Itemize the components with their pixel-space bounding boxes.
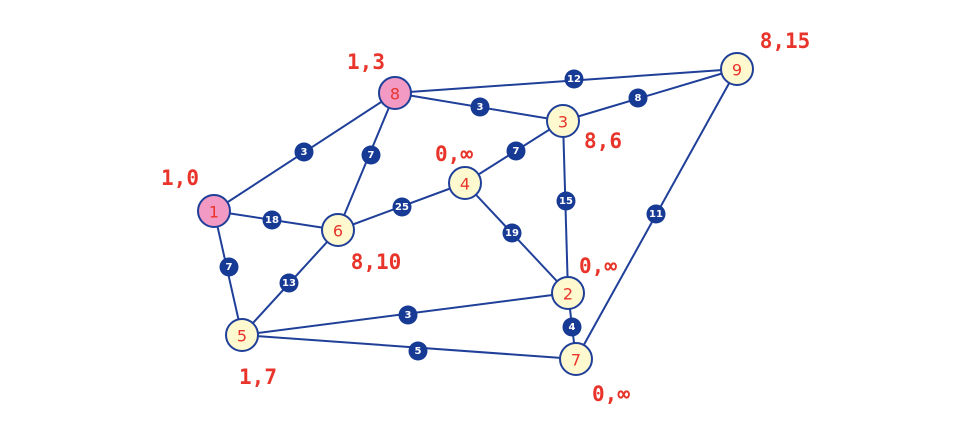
node-circle[interactable]	[321, 213, 355, 247]
edge-weight-8-3: 3	[470, 97, 490, 117]
weight-badge	[392, 197, 412, 217]
edge-weight-5-2: 3	[398, 305, 418, 325]
weight-badge	[262, 210, 282, 230]
node-1[interactable]: 1	[197, 194, 231, 228]
weight-label: 3	[301, 147, 308, 158]
node-4-distance-annotation: 0,∞	[435, 142, 473, 166]
edge-weight-1-6: 18	[262, 210, 282, 230]
node-1-distance-annotation: 1,0	[161, 166, 199, 190]
node-label: 5	[237, 327, 247, 346]
edge-weight-2-7: 4	[562, 317, 582, 337]
weight-label: 11	[649, 209, 663, 220]
weight-label: 8	[635, 93, 642, 104]
edge-weight-1-8: 3	[294, 142, 314, 162]
weight-badge	[646, 204, 666, 224]
node-3[interactable]: 3	[546, 104, 580, 138]
node-circle[interactable]	[551, 276, 585, 310]
weight-badge	[470, 97, 490, 117]
weight-badge	[562, 317, 582, 337]
weight-label: 15	[559, 196, 573, 207]
node-5[interactable]: 5	[225, 318, 259, 352]
weight-label: 4	[569, 322, 576, 333]
edge-weight-3-9: 8	[628, 88, 648, 108]
weight-label: 7	[368, 150, 375, 161]
node-6-distance-annotation: 8,10	[351, 250, 402, 274]
weight-badge	[279, 273, 299, 293]
weight-badge	[294, 142, 314, 162]
node-9[interactable]: 9	[720, 52, 754, 86]
node-7[interactable]: 7	[559, 342, 593, 376]
node-circle[interactable]	[559, 342, 593, 376]
weight-badge	[506, 141, 526, 161]
node-7-distance-annotation: 0,∞	[592, 382, 630, 406]
weight-badge	[628, 88, 648, 108]
weight-badge	[556, 191, 576, 211]
node-3-distance-annotation: 8,6	[584, 129, 622, 153]
node-8-distance-annotation: 1,3	[347, 50, 385, 74]
node-2-distance-annotation: 0,∞	[579, 254, 617, 278]
node-label: 4	[460, 175, 470, 194]
edge-weight-4-2: 19	[502, 223, 522, 243]
weight-label: 5	[415, 346, 422, 357]
weight-label: 25	[395, 202, 409, 213]
edge-3-9	[562, 68, 738, 122]
edge-weight-5-7: 5	[408, 341, 428, 361]
edge-weight-6-5: 13	[279, 273, 299, 293]
weight-badge	[361, 145, 381, 165]
node-2[interactable]: 2	[551, 276, 585, 310]
node-label: 1	[209, 203, 219, 222]
annotations-layer: 1,0 1,3 8,15 8,6 0,∞ 8,10 0,∞ 1,7 0,∞	[161, 29, 810, 406]
edge-weight-9-7: 11	[646, 204, 666, 224]
node-label: 6	[333, 222, 343, 241]
edge-weight-3-2: 15	[556, 191, 576, 211]
node-label: 9	[732, 61, 742, 80]
node-label: 7	[571, 351, 581, 370]
node-circle[interactable]	[546, 104, 580, 138]
node-label: 3	[558, 113, 568, 132]
weight-label: 7	[513, 146, 520, 157]
weight-label: 3	[405, 310, 412, 321]
weight-label: 13	[282, 278, 296, 289]
weight-label: 12	[567, 74, 581, 85]
edge-weight-3-4: 7	[506, 141, 526, 161]
node-6[interactable]: 6	[321, 213, 355, 247]
weight-label: 19	[505, 228, 519, 239]
weight-label: 7	[226, 262, 233, 273]
node-5-distance-annotation: 1,7	[239, 365, 277, 389]
edge-weight-8-9: 12	[564, 69, 584, 89]
node-4[interactable]: 4	[448, 166, 482, 200]
node-label: 8	[390, 85, 400, 104]
edge-weight-1-5: 7	[219, 257, 239, 277]
node-8[interactable]: 8	[378, 76, 412, 110]
weight-badge	[502, 223, 522, 243]
edge-weight-4-6: 25	[392, 197, 412, 217]
weight-label: 3	[477, 102, 484, 113]
node-circle[interactable]	[197, 194, 231, 228]
edge-5-7	[241, 334, 577, 360]
node-circle[interactable]	[378, 76, 412, 110]
weight-badge	[219, 257, 239, 277]
node-label: 2	[563, 285, 573, 304]
edge-weight-8-6: 7	[361, 145, 381, 165]
weight-label: 18	[265, 215, 279, 226]
weight-badge	[408, 341, 428, 361]
weight-badge	[398, 305, 418, 325]
node-9-distance-annotation: 8,15	[760, 29, 811, 53]
node-circle[interactable]	[448, 166, 482, 200]
node-circle[interactable]	[720, 52, 754, 86]
weight-badge	[564, 69, 584, 89]
node-circle[interactable]	[225, 318, 259, 352]
